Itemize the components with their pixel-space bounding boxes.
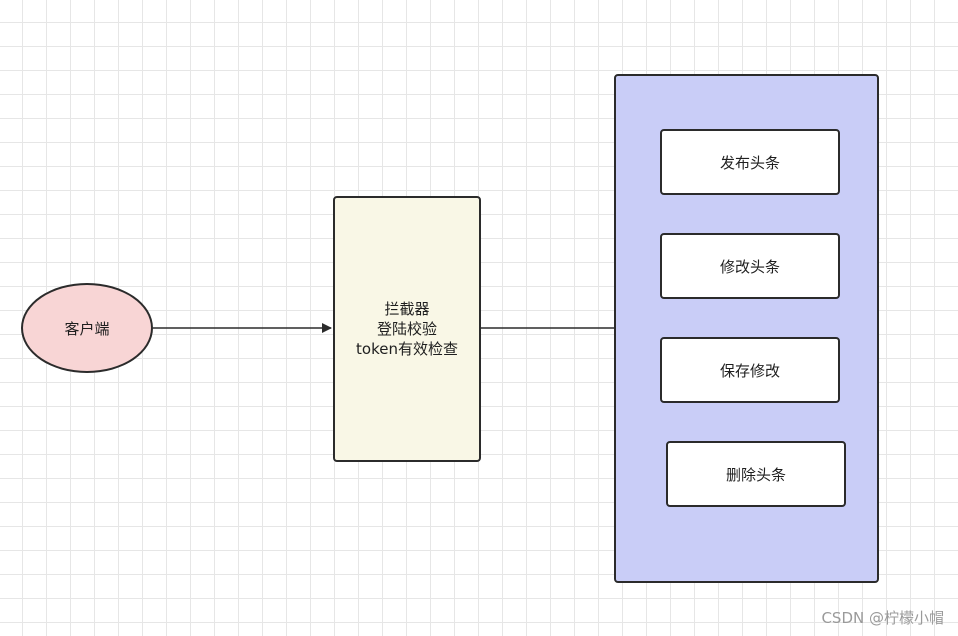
operation-label: 删除头条 <box>725 465 786 484</box>
interceptor-line: token有效检查 <box>356 340 458 358</box>
operation-box-publish: 发布头条 <box>660 129 840 195</box>
operation-label: 发布头条 <box>719 153 780 172</box>
operation-box-delete: 删除头条 <box>666 441 846 507</box>
operation-box-save: 保存修改 <box>660 337 840 403</box>
client-node: 客户端 <box>21 283 153 373</box>
client-label: 客户端 <box>64 319 110 338</box>
operation-label: 保存修改 <box>719 361 780 380</box>
interceptor-node: 拦截器 登陆校验 token有效检查 <box>333 196 481 462</box>
operation-box-modify: 修改头条 <box>660 233 840 299</box>
watermark: CSDN @柠檬小帽 <box>821 609 944 627</box>
interceptor-line: 拦截器 <box>384 300 430 318</box>
interceptor-line: 登陆校验 <box>376 320 437 338</box>
operation-label: 修改头条 <box>719 257 780 276</box>
